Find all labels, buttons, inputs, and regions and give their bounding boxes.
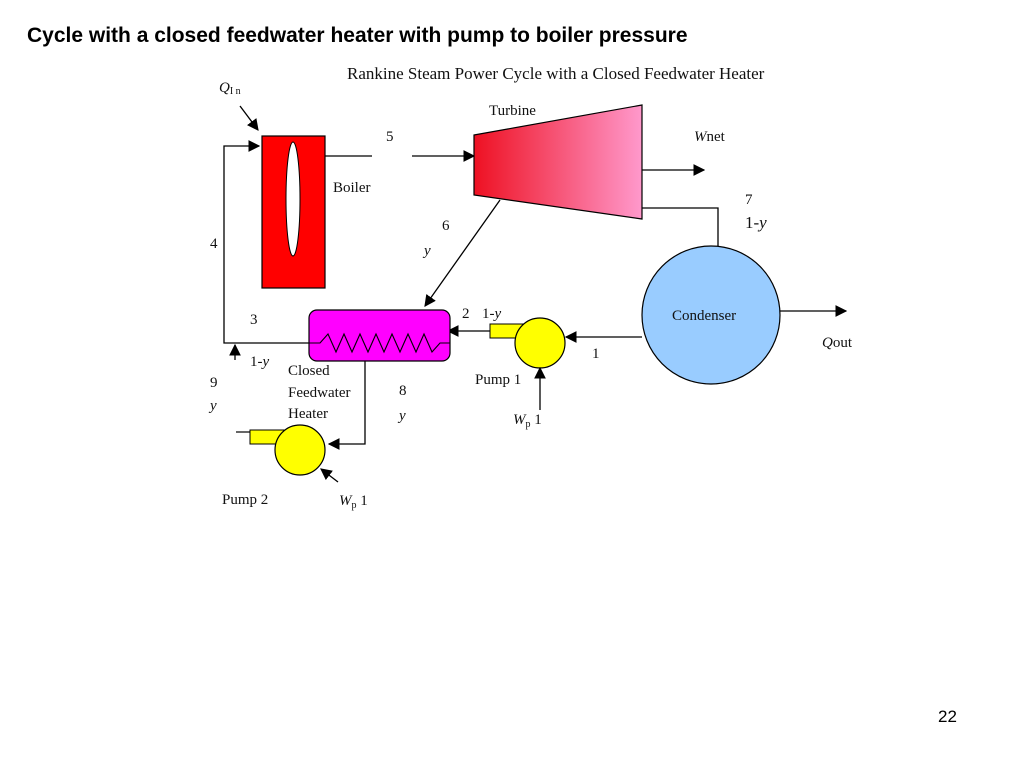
pump-2 (274, 424, 326, 476)
fraction-9-label: y (208, 398, 217, 414)
pump-1-label: Pump 1 (475, 372, 521, 388)
condenser (641, 245, 781, 385)
w-p2-arrow (320, 468, 339, 483)
state-2-label: 2 (462, 306, 470, 322)
q-out-label: Qout (822, 335, 853, 351)
fraction-3-label: 1-y (250, 354, 270, 370)
fraction-2-label: 1-y (482, 306, 502, 322)
stream-8-line (327, 361, 366, 450)
fraction-6-label: y (422, 243, 431, 259)
turbine-label: Turbine (489, 103, 536, 119)
w-p1-label: Wp 1 (513, 412, 542, 430)
turbine (473, 104, 643, 220)
slide-title: Cycle with a closed feedwater heater wit… (27, 24, 688, 47)
condenser-label: Condenser (672, 308, 736, 324)
state-9-label: 9 (210, 375, 218, 391)
q-in-arrow (239, 105, 259, 131)
state-4-label: 4 (210, 236, 218, 252)
fraction-8-label: y (397, 408, 406, 424)
stream-6-line (424, 199, 501, 307)
closed-feedwater-heater (308, 309, 451, 362)
pump-1 (514, 317, 566, 369)
pump-2-label: Pump 2 (222, 492, 268, 508)
w-net-label: Wnet (694, 129, 726, 145)
state-1-label: 1 (592, 346, 600, 362)
heater-label: Closed Feedwater Heater (288, 363, 354, 422)
diagram-title: Rankine Steam Power Cycle with a Closed … (347, 64, 765, 83)
state-5-label: 5 (386, 129, 394, 145)
boiler-tube (285, 141, 301, 257)
state-7-label: 7 (745, 192, 753, 208)
page-number: 22 (938, 707, 957, 726)
state-3-label: 3 (250, 312, 258, 328)
state-6-label: 6 (442, 218, 450, 234)
heater-coil (309, 332, 450, 354)
boiler-label: Boiler (333, 180, 371, 196)
state-8-label: 8 (399, 383, 407, 399)
stream-3-line (223, 140, 309, 344)
q-in-label: QI n (219, 80, 241, 97)
fraction-7-label: 1-y (745, 213, 767, 232)
w-p2-label: Wp 1 (339, 493, 368, 511)
